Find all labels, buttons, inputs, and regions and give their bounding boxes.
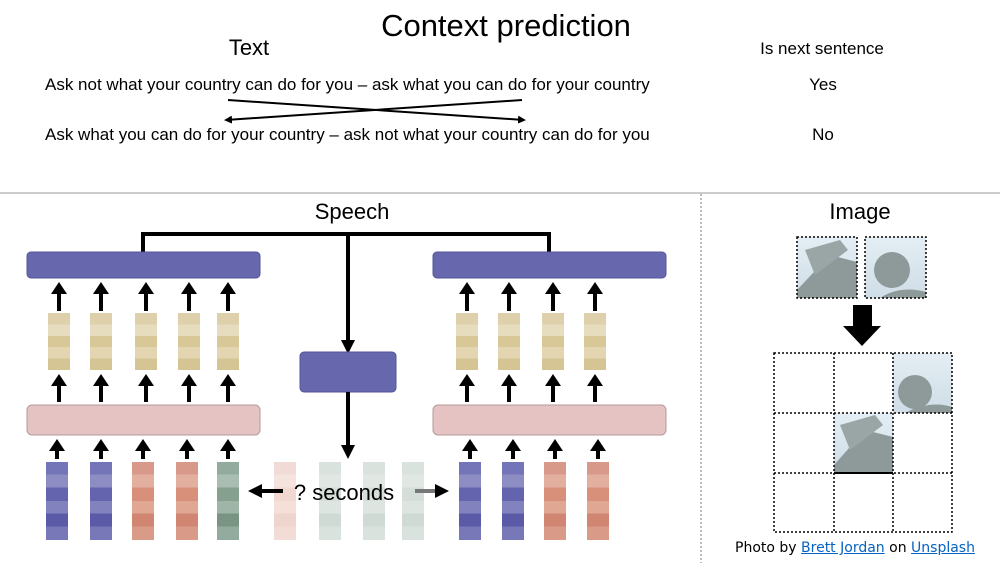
text-heading: Text xyxy=(229,35,269,60)
audio-frame xyxy=(217,462,239,540)
audio-frames xyxy=(46,462,609,540)
arrow-head-icon xyxy=(505,439,521,451)
left-context-encoder xyxy=(26,251,261,279)
page-title: Context prediction xyxy=(381,8,631,43)
arrow-head-icon xyxy=(459,282,475,294)
sentence-1-label: Yes xyxy=(809,75,837,94)
arrow-head-icon xyxy=(462,439,478,451)
arrow-head-icon xyxy=(220,374,236,386)
upward-arrows xyxy=(49,282,606,459)
feature-vector xyxy=(135,313,157,370)
audio-frame xyxy=(90,462,112,540)
sentence-2: Ask what you can do for your country – a… xyxy=(45,125,650,144)
arrow-head-icon xyxy=(138,374,154,386)
feature-vector xyxy=(498,313,520,370)
arrow-head-icon xyxy=(545,374,561,386)
right-context-encoder xyxy=(432,251,667,279)
arrow-head-icon xyxy=(179,439,195,451)
arrow-head-icon xyxy=(547,439,563,451)
feature-vector xyxy=(178,313,200,370)
audio-frame xyxy=(46,462,68,540)
feature-vector xyxy=(217,313,239,370)
swap-arrows xyxy=(224,99,526,124)
photo-credit: Photo by Brett Jordan on Unsplash xyxy=(700,540,1000,556)
audio-frame xyxy=(274,462,296,540)
audio-frame xyxy=(402,462,424,540)
unsplash-link[interactable]: Unsplash xyxy=(911,540,975,556)
arrow-head-icon xyxy=(181,282,197,294)
arrow-head-icon xyxy=(545,282,561,294)
patch-grid xyxy=(773,352,953,533)
arrow-head-icon xyxy=(459,374,475,386)
audio-frame xyxy=(459,462,481,540)
audio-frame xyxy=(363,462,385,540)
feature-vector xyxy=(456,313,478,370)
feature-vectors xyxy=(48,313,606,370)
image-heading: Image xyxy=(829,199,890,224)
arrow-head-icon xyxy=(93,282,109,294)
arrow-head-icon xyxy=(135,439,151,451)
patch-hands xyxy=(796,236,858,299)
audio-frame xyxy=(544,462,566,540)
arrow-head-icon xyxy=(49,439,65,451)
arrow-head-icon xyxy=(93,439,109,451)
arrow-head-icon xyxy=(51,374,67,386)
is-next-sentence-label: Is next sentence xyxy=(760,39,884,58)
arrow-head-icon xyxy=(181,374,197,386)
speech-heading: Speech xyxy=(315,199,390,224)
arrow-head-icon xyxy=(51,282,67,294)
right-feature-encoder xyxy=(432,404,667,436)
arrow-head-icon xyxy=(587,374,603,386)
left-feature-encoder xyxy=(26,404,261,436)
feature-vector xyxy=(48,313,70,370)
arrow-head-icon xyxy=(501,282,517,294)
big-down-arrow xyxy=(843,305,881,346)
audio-frame xyxy=(176,462,198,540)
patch-head xyxy=(864,236,927,299)
sentence-1: Ask not what your country can do for you… xyxy=(45,75,650,94)
arrow-head-icon xyxy=(220,282,236,294)
author-link[interactable]: Brett Jordan xyxy=(801,540,885,556)
feature-vector xyxy=(90,313,112,370)
audio-frame xyxy=(502,462,524,540)
gap-label: ? seconds xyxy=(294,480,394,505)
audio-frame xyxy=(132,462,154,540)
arrow-head-icon xyxy=(93,374,109,386)
arrow-head-icon xyxy=(587,282,603,294)
sentence-2-label: No xyxy=(812,125,834,144)
arrow-head-icon xyxy=(590,439,606,451)
prediction-head xyxy=(299,351,397,393)
arrow-head-icon xyxy=(138,282,154,294)
caption-prefix: Photo by xyxy=(735,540,797,556)
arrow-head-icon xyxy=(501,374,517,386)
arrow-head-icon xyxy=(220,439,236,451)
caption-mid: on xyxy=(889,540,907,556)
feature-vector xyxy=(584,313,606,370)
feature-vector xyxy=(542,313,564,370)
audio-frame xyxy=(319,462,341,540)
audio-frame xyxy=(587,462,609,540)
